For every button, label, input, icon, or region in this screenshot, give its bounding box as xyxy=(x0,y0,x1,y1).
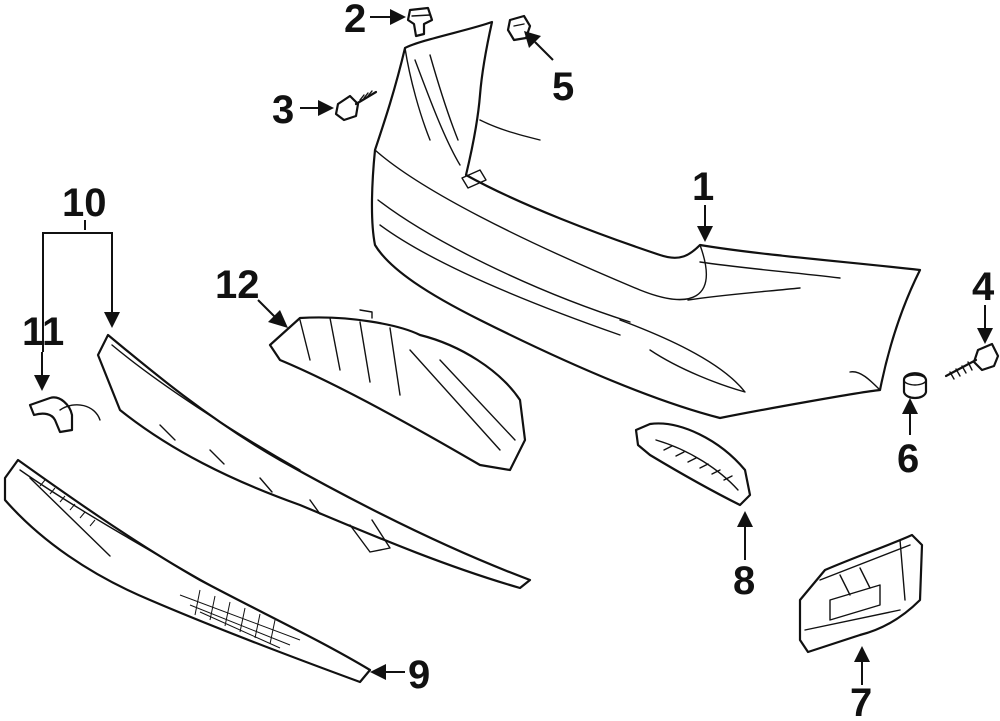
callout-3: 3 xyxy=(272,88,294,132)
callout-5: 5 xyxy=(552,65,574,109)
side-grille-12 xyxy=(268,309,527,472)
lower-grille-9 xyxy=(3,458,372,684)
side-cover-8 xyxy=(634,422,752,507)
callout-11: 11 xyxy=(22,310,64,354)
energy-absorber-10 xyxy=(96,333,532,590)
callout-10: 10 xyxy=(62,181,107,225)
bracket-11 xyxy=(28,396,101,434)
callout-6: 6 xyxy=(897,437,919,481)
callout-7: 7 xyxy=(850,681,872,721)
callout-9: 9 xyxy=(408,653,430,697)
callout-8: 8 xyxy=(733,559,755,603)
bumper-cover xyxy=(370,20,922,420)
callout-4: 4 xyxy=(972,265,995,309)
callout-1: 1 xyxy=(692,165,714,209)
callout-12: 12 xyxy=(215,263,260,307)
bolt-3 xyxy=(334,90,378,122)
leaders xyxy=(34,9,993,685)
clip-5 xyxy=(506,14,532,42)
fastener-clip-2 xyxy=(406,6,434,38)
callout-2: 2 xyxy=(344,0,366,41)
bolt-4 xyxy=(944,342,1000,380)
bracket-7 xyxy=(798,533,924,654)
callout-labels: 1 2 3 4 5 6 7 8 9 10 11 12 xyxy=(22,0,995,721)
grommet-6 xyxy=(902,372,928,400)
